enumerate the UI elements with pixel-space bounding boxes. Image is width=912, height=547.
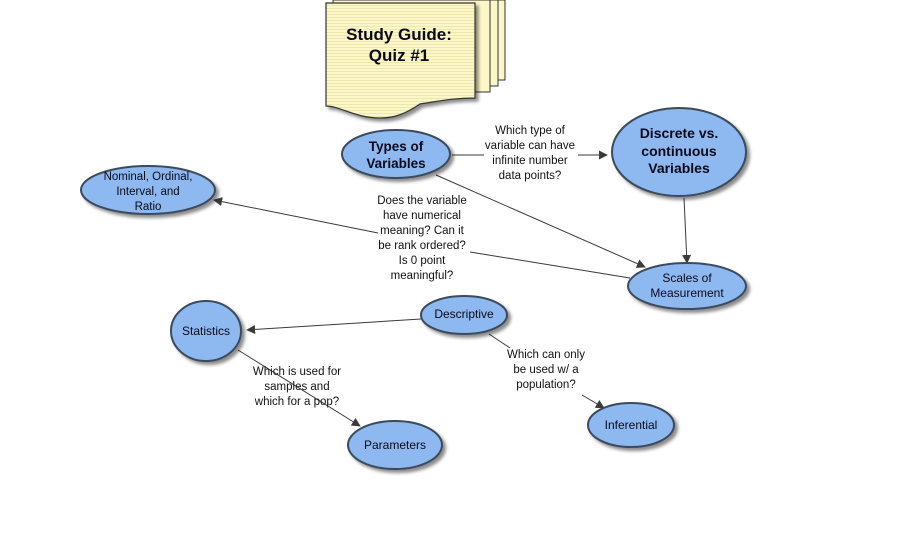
note-title-line2: Quiz #1 [369,46,429,65]
link-label-infinite-points: Which type of variable can have infinite… [485,125,575,182]
node-descriptive-label: Descriptive [434,307,494,321]
link-label-numerical-line2: have numerical [383,210,461,222]
node-discrete-line3: Variables [648,160,710,176]
link-label-population-line3: population? [516,379,575,391]
node-scales-of-measurement[interactable]: Scales of Measurement [627,262,747,310]
node-types-of-variables[interactable]: Types of Variables [341,129,451,179]
node-nominal-ordinal[interactable]: Nominal, Ordinal, Interval, and Ratio [80,165,216,215]
arrow-to-nominal [213,197,379,234]
node-discrete-line1: Discrete vs. [640,125,719,141]
connector-scales-to-label2 [469,251,631,279]
connector-descriptive-to-label3 [488,333,511,349]
node-types-of-variables-line2: Variables [366,156,425,171]
node-inferential[interactable]: Inferential [587,402,675,448]
link-label-numerical-meaning: Does the variable have numerical meaning… [377,195,467,282]
node-types-of-variables-line1: Types of [369,139,424,154]
link-label-population-only: Which can only be used w/ a population? [507,349,585,391]
node-parameters[interactable]: Parameters [347,420,443,470]
link-label-infinite-line1: Which type of [495,125,565,137]
node-nominal-line2: Interval, and [116,186,179,198]
node-scales-line1: Scales of [662,271,712,285]
node-statistics-label: Statistics [182,324,230,338]
link-label-infinite-line4: data points? [499,170,562,182]
link-label-numerical-line4: be rank ordered? [378,240,466,252]
connectors [213,150,692,427]
arrow-types-to-scales [435,174,646,268]
link-label-samples-line1: Which is used for [253,366,341,378]
node-discrete-vs-continuous[interactable]: Discrete vs. continuous Variables [611,107,747,197]
link-label-population-line2: be used w/ a [513,364,579,376]
link-label-numerical-line3: meaning? Can it [380,225,465,237]
arrow-discrete-to-scales [682,197,692,264]
node-statistics[interactable]: Statistics [170,300,242,362]
study-guide-note: Study Guide: Quiz #1 [325,0,506,119]
node-discrete-line2: continuous [641,143,717,159]
link-label-samples-pop: Which is used for samples and which for … [253,366,341,408]
node-nominal-line1: Nominal, Ordinal, [104,171,193,183]
link-label-numerical-line1: Does the variable [377,195,467,207]
node-parameters-label: Parameters [364,438,426,452]
link-label-infinite-line3: infinite number [492,155,568,167]
node-nominal-line3: Ratio [135,201,162,213]
link-label-samples-line3: which for a pop? [254,396,339,408]
arrow-to-inferential [581,394,605,409]
link-label-samples-line2: samples and [264,381,329,393]
node-descriptive[interactable]: Descriptive [420,295,508,335]
link-label-infinite-line2: variable can have [485,140,575,152]
arrow-statistics-to-parameters [237,349,361,427]
arrow-descriptive-to-statistics [246,318,422,334]
node-scales-line2: Measurement [650,286,724,300]
note-title-line1: Study Guide: [346,25,452,44]
node-inferential-label: Inferential [605,418,658,432]
link-label-numerical-line5: Is 0 point [399,255,446,267]
link-label-numerical-line6: meaningful? [391,270,454,282]
link-label-population-line1: Which can only [507,349,585,361]
